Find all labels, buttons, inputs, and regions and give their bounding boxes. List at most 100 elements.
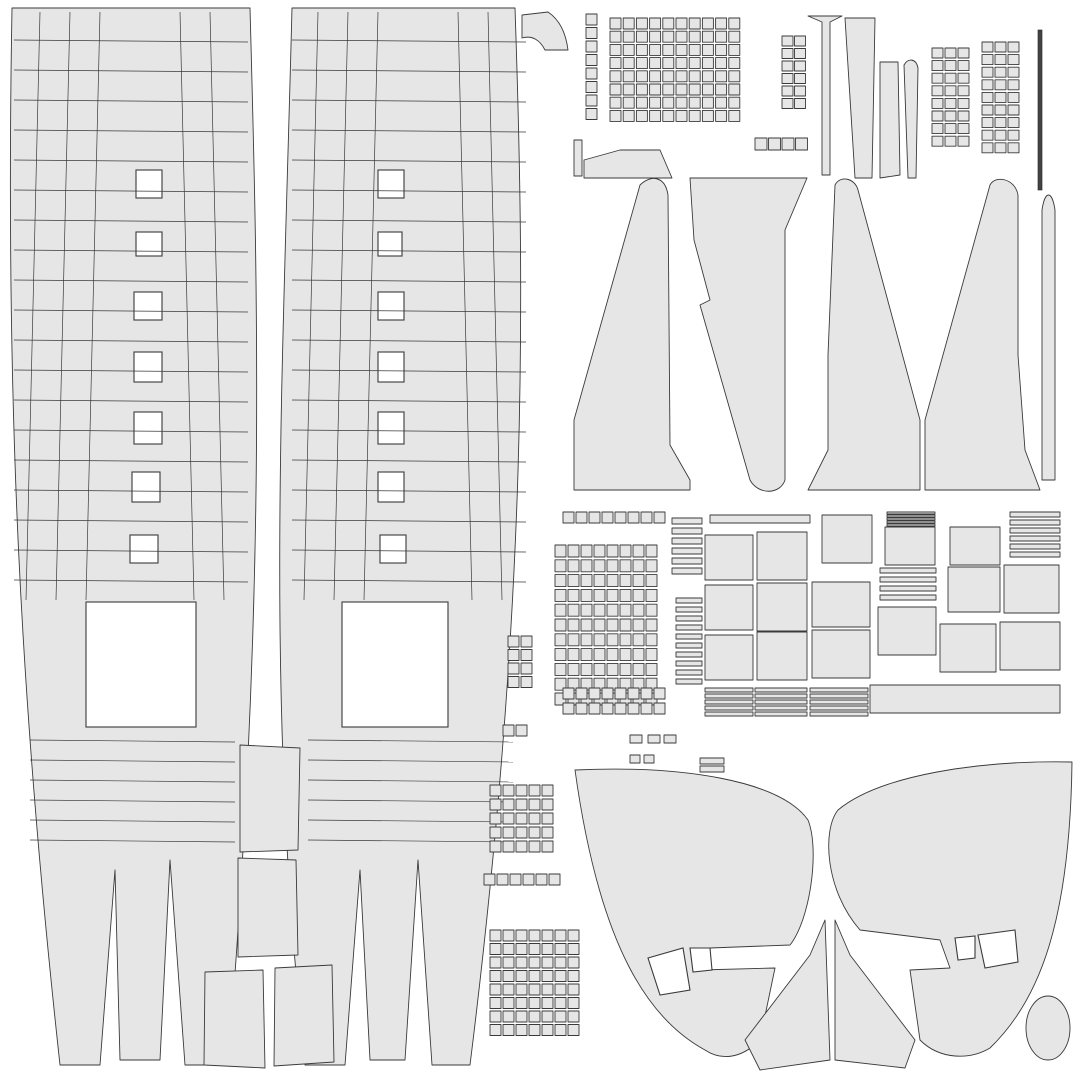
- uv-tile: [632, 588, 645, 602]
- uv-tile: [554, 970, 567, 982]
- uv-tile: [957, 135, 970, 147]
- uv-tile: [944, 60, 957, 72]
- uv-tile: [528, 929, 541, 942]
- uv-tile: [645, 588, 658, 602]
- uv-tile: [675, 96, 688, 109]
- uv-tile: [640, 702, 653, 715]
- uv-tile: [585, 94, 598, 107]
- uv-tile: [944, 135, 957, 147]
- uv-tile: [502, 997, 515, 1009]
- uv-tile: [635, 70, 648, 83]
- uv-tile: [585, 40, 598, 53]
- uv-seam: [25, 11, 41, 601]
- uv-tile: [580, 648, 593, 662]
- uv-tile: [701, 109, 714, 122]
- uv-tile: [632, 544, 645, 558]
- uv-tile: [715, 57, 728, 70]
- uv-tile: [886, 511, 936, 515]
- uv-tile: [662, 70, 675, 83]
- uv-tile: [728, 30, 741, 43]
- uv-tile: [671, 567, 703, 575]
- uv-tile: [528, 840, 541, 853]
- uv-seam: [291, 309, 527, 313]
- uv-seam: [13, 99, 249, 103]
- uv-tile: [981, 66, 994, 78]
- uv-tile: [1007, 91, 1020, 103]
- uv-tile: [554, 633, 567, 647]
- uv-seam: [291, 99, 527, 103]
- uv-tile: [649, 83, 662, 96]
- uv-tile: [1007, 41, 1020, 53]
- uv-tile: [483, 873, 496, 886]
- uv-tile: [567, 970, 580, 982]
- tile-grid-middle: [554, 511, 666, 715]
- uv-tile: [588, 687, 601, 700]
- uv-tile: [688, 17, 701, 30]
- uv-tile: [567, 559, 580, 573]
- uv-tile: [957, 110, 970, 122]
- uv-tile: [671, 527, 703, 535]
- uv-tile: [509, 873, 522, 886]
- uv-tile: [528, 1024, 541, 1036]
- uv-tile: [567, 956, 580, 969]
- uv-tile: [541, 1024, 554, 1036]
- uv-tile: [1007, 129, 1020, 141]
- uv-tile: [606, 662, 619, 676]
- uv-tile: [994, 142, 1007, 154]
- uv-tile: [675, 30, 688, 43]
- uv-tile: [502, 1010, 515, 1023]
- uv-tile: [768, 137, 781, 151]
- uv-tile: [663, 734, 677, 744]
- uv-tile: [609, 57, 622, 70]
- uv-tile: [622, 57, 635, 70]
- uv-tile: [541, 784, 554, 797]
- nose-canopy-right: [828, 761, 1073, 1057]
- tile-grid-bottom-left: [489, 929, 580, 1036]
- uv-tile: [507, 635, 520, 648]
- uv-tile: [580, 662, 593, 676]
- uv-tile: [675, 633, 703, 640]
- uv-tile: [507, 649, 520, 661]
- uv-tile: [502, 724, 515, 737]
- uv-tile: [567, 943, 580, 955]
- uv-seam: [291, 429, 527, 433]
- uv-seam: [13, 489, 249, 493]
- uv-tile: [627, 702, 640, 715]
- uv-tile: [754, 693, 808, 699]
- uv-tile: [649, 17, 662, 30]
- uv-tile: [869, 684, 1061, 714]
- uv-tile: [554, 1024, 567, 1036]
- uv-tile: [715, 96, 728, 109]
- uv-tile: [879, 567, 937, 574]
- uv-tile: [606, 633, 619, 647]
- uv-seam: [13, 459, 249, 463]
- uv-tile: [1009, 519, 1061, 526]
- panel-strips: [629, 511, 1061, 773]
- uv-tile: [1007, 54, 1020, 66]
- uv-tile: [622, 83, 635, 96]
- uv-tile: [879, 594, 937, 601]
- uv-tile: [554, 603, 567, 617]
- uv-tile: [496, 873, 509, 886]
- uv-tile: [489, 956, 502, 969]
- uv-tile: [704, 687, 754, 693]
- uv-seam: [13, 549, 249, 553]
- uv-tile: [528, 970, 541, 982]
- uv-tile: [1007, 79, 1020, 91]
- uv-tile: [554, 544, 567, 558]
- uv-tile: [515, 929, 528, 942]
- uv-tile: [567, 544, 580, 558]
- uv-tile: [981, 79, 994, 91]
- uv-tile: [781, 73, 794, 84]
- uv-tile: [675, 615, 703, 622]
- uv-tile: [632, 603, 645, 617]
- uv-tile: [1009, 551, 1061, 558]
- uv-tile: [675, 660, 703, 667]
- uv-seam: [333, 11, 349, 601]
- uv-tile: [645, 618, 658, 632]
- uv-tile: [994, 79, 1007, 91]
- uv-tile: [585, 13, 598, 26]
- uv-tile: [728, 43, 741, 56]
- uv-seam: [13, 159, 249, 163]
